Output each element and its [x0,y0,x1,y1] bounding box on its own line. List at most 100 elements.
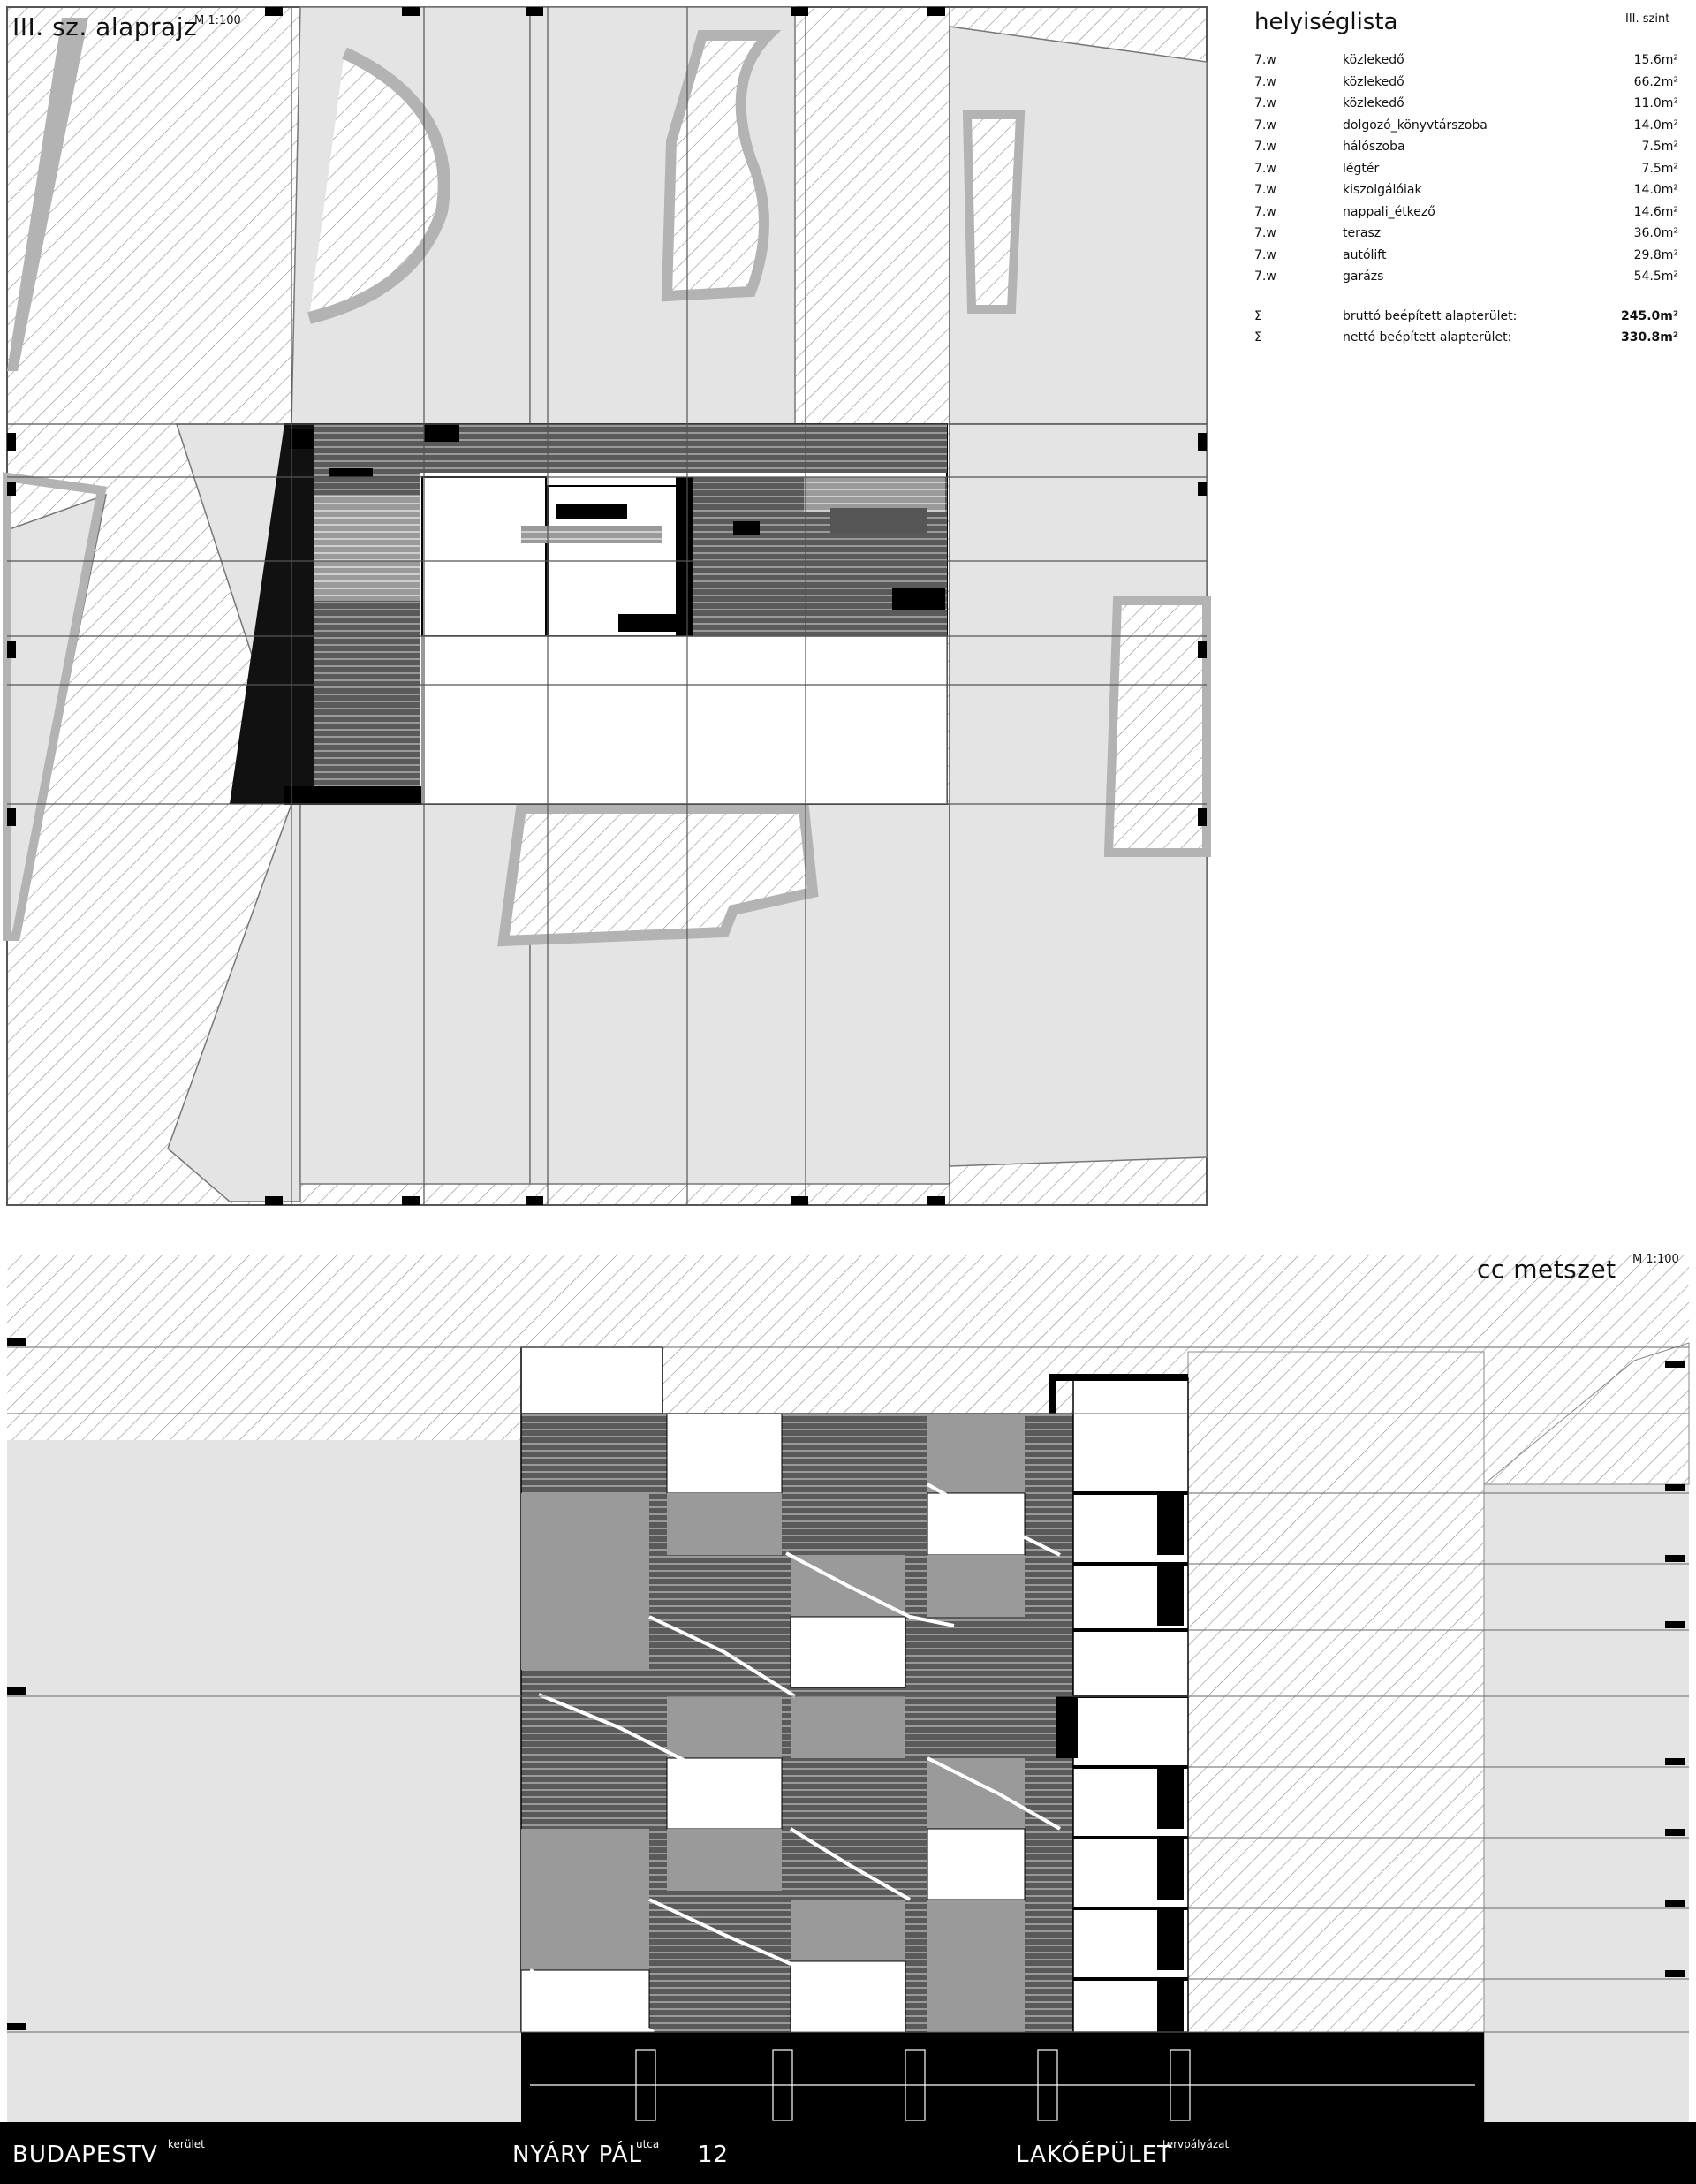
section-tower-cap [1049,1374,1188,1381]
room-area: 7.5m² [1641,140,1678,154]
stair-left-wedge [230,424,314,804]
room-code: 7.w [1254,226,1276,240]
total-code: Σ [1254,308,1262,323]
section-block [791,1696,905,1758]
room-code: 7.w [1254,247,1276,262]
room-name: autólift [1343,247,1387,262]
furniture-mark [830,508,928,533]
section-block [790,1616,906,1688]
section-right-building [1484,1484,1689,2122]
axis-markers [7,7,1207,1205]
section-right-wing [1187,1351,1485,2123]
section-block [521,1493,649,1670]
section-block [927,1492,1026,1556]
section-block [666,1757,783,1830]
room-name: hálószoba [1343,140,1405,154]
room-name: kiszolgálóiak [1343,183,1422,197]
section-block [666,1413,783,1494]
footer-district: V [141,2142,158,2168]
room-name: közlekedő [1343,96,1404,110]
room-area: 14.0m² [1633,118,1678,133]
grid-axes [7,7,1207,1205]
room-area: 11.0m² [1633,96,1678,110]
room-area: 29.8m² [1633,247,1678,262]
furniture-mark [556,504,627,519]
room-name: dolgozó_könyvtárszoba [1343,118,1488,133]
total-name: nettó beépített alapterület: [1343,330,1512,345]
roomlist-floor: III. szint [1625,12,1670,26]
total-code: Σ [1254,330,1262,345]
room-code: 7.w [1254,118,1276,133]
room-area: 15.6m² [1633,53,1678,67]
section-block [667,1493,782,1555]
furniture-mark [424,424,459,442]
plan-scale: M 1:100 [194,14,241,27]
room-area: 54.5m² [1633,269,1678,284]
courtyard-bottom-mid [497,803,819,947]
courtyard-top-right [962,110,1026,314]
room-row: 7.w közlekedő 11.0m² [1254,96,1678,118]
section-attic [520,1346,663,1414]
stair-right-steps [804,477,945,512]
room-white-left [421,476,547,637]
room-code: 7.w [1254,53,1276,67]
footer-street: NYÁRY PÁL [512,2142,642,2168]
staircase-left-steps [314,495,420,601]
bottom-beam [284,786,421,804]
room-code: 7.w [1254,74,1276,89]
room-row: 7.w terasz 36.0m² [1254,226,1678,247]
core-band [521,526,662,543]
plan-title: III. sz. alaprajz [12,12,198,42]
section-block [927,1828,1026,1900]
courtyard-left-wall [2,472,107,941]
section-block [928,1414,1025,1493]
section-title: cc metszet [1477,1255,1616,1284]
room-code: 7.w [1254,96,1276,110]
section-level-lines [7,1346,1689,2033]
footer-street-label: utca [636,2138,660,2150]
section-scale: M 1:100 [1632,1253,1679,1266]
footer-city: BUDAPEST [12,2142,142,2168]
furniture-mark [733,521,760,535]
roomlist-title: helyiséglista [1254,9,1398,35]
column-mark [290,429,314,449]
room-name: közlekedő [1343,74,1404,89]
section-block [928,1555,1025,1617]
room-dark-mid [689,477,804,636]
furniture-mark [329,468,373,477]
room-area: 14.0m² [1633,183,1678,197]
room-code: 7.w [1254,269,1276,284]
room-name: légtér [1343,161,1380,176]
courtyard-top-mid [661,30,782,302]
section-block [521,1829,649,1970]
courtyard-right [1103,596,1211,857]
footer-number: 12 [698,2142,730,2168]
room-code: 7.w [1254,183,1276,197]
furniture-mark [892,588,945,610]
section-block [928,1758,1025,1829]
total-name: bruttó beépített alapterület: [1343,308,1518,323]
courtyard-far-left-wall [7,18,88,371]
room-name: terasz [1343,226,1382,240]
stair-corridor [284,424,947,473]
garage-slab [421,635,948,805]
room-area: 36.0m² [1633,226,1678,240]
floor-plan [2,6,1211,1206]
section-block [791,1900,905,1961]
section-level-markers [7,1338,1685,2030]
room-code: 7.w [1254,204,1276,219]
section-block [667,1829,782,1891]
column-mark [676,477,693,636]
neighbour-footprint-bottom-left [299,803,531,1185]
section-basement-piles [530,2049,1475,2121]
room-area: 7.5m² [1641,161,1678,176]
furniture-mark [618,614,680,632]
room-name: közlekedő [1343,53,1404,67]
courtyard-arc-top-left [307,47,450,324]
